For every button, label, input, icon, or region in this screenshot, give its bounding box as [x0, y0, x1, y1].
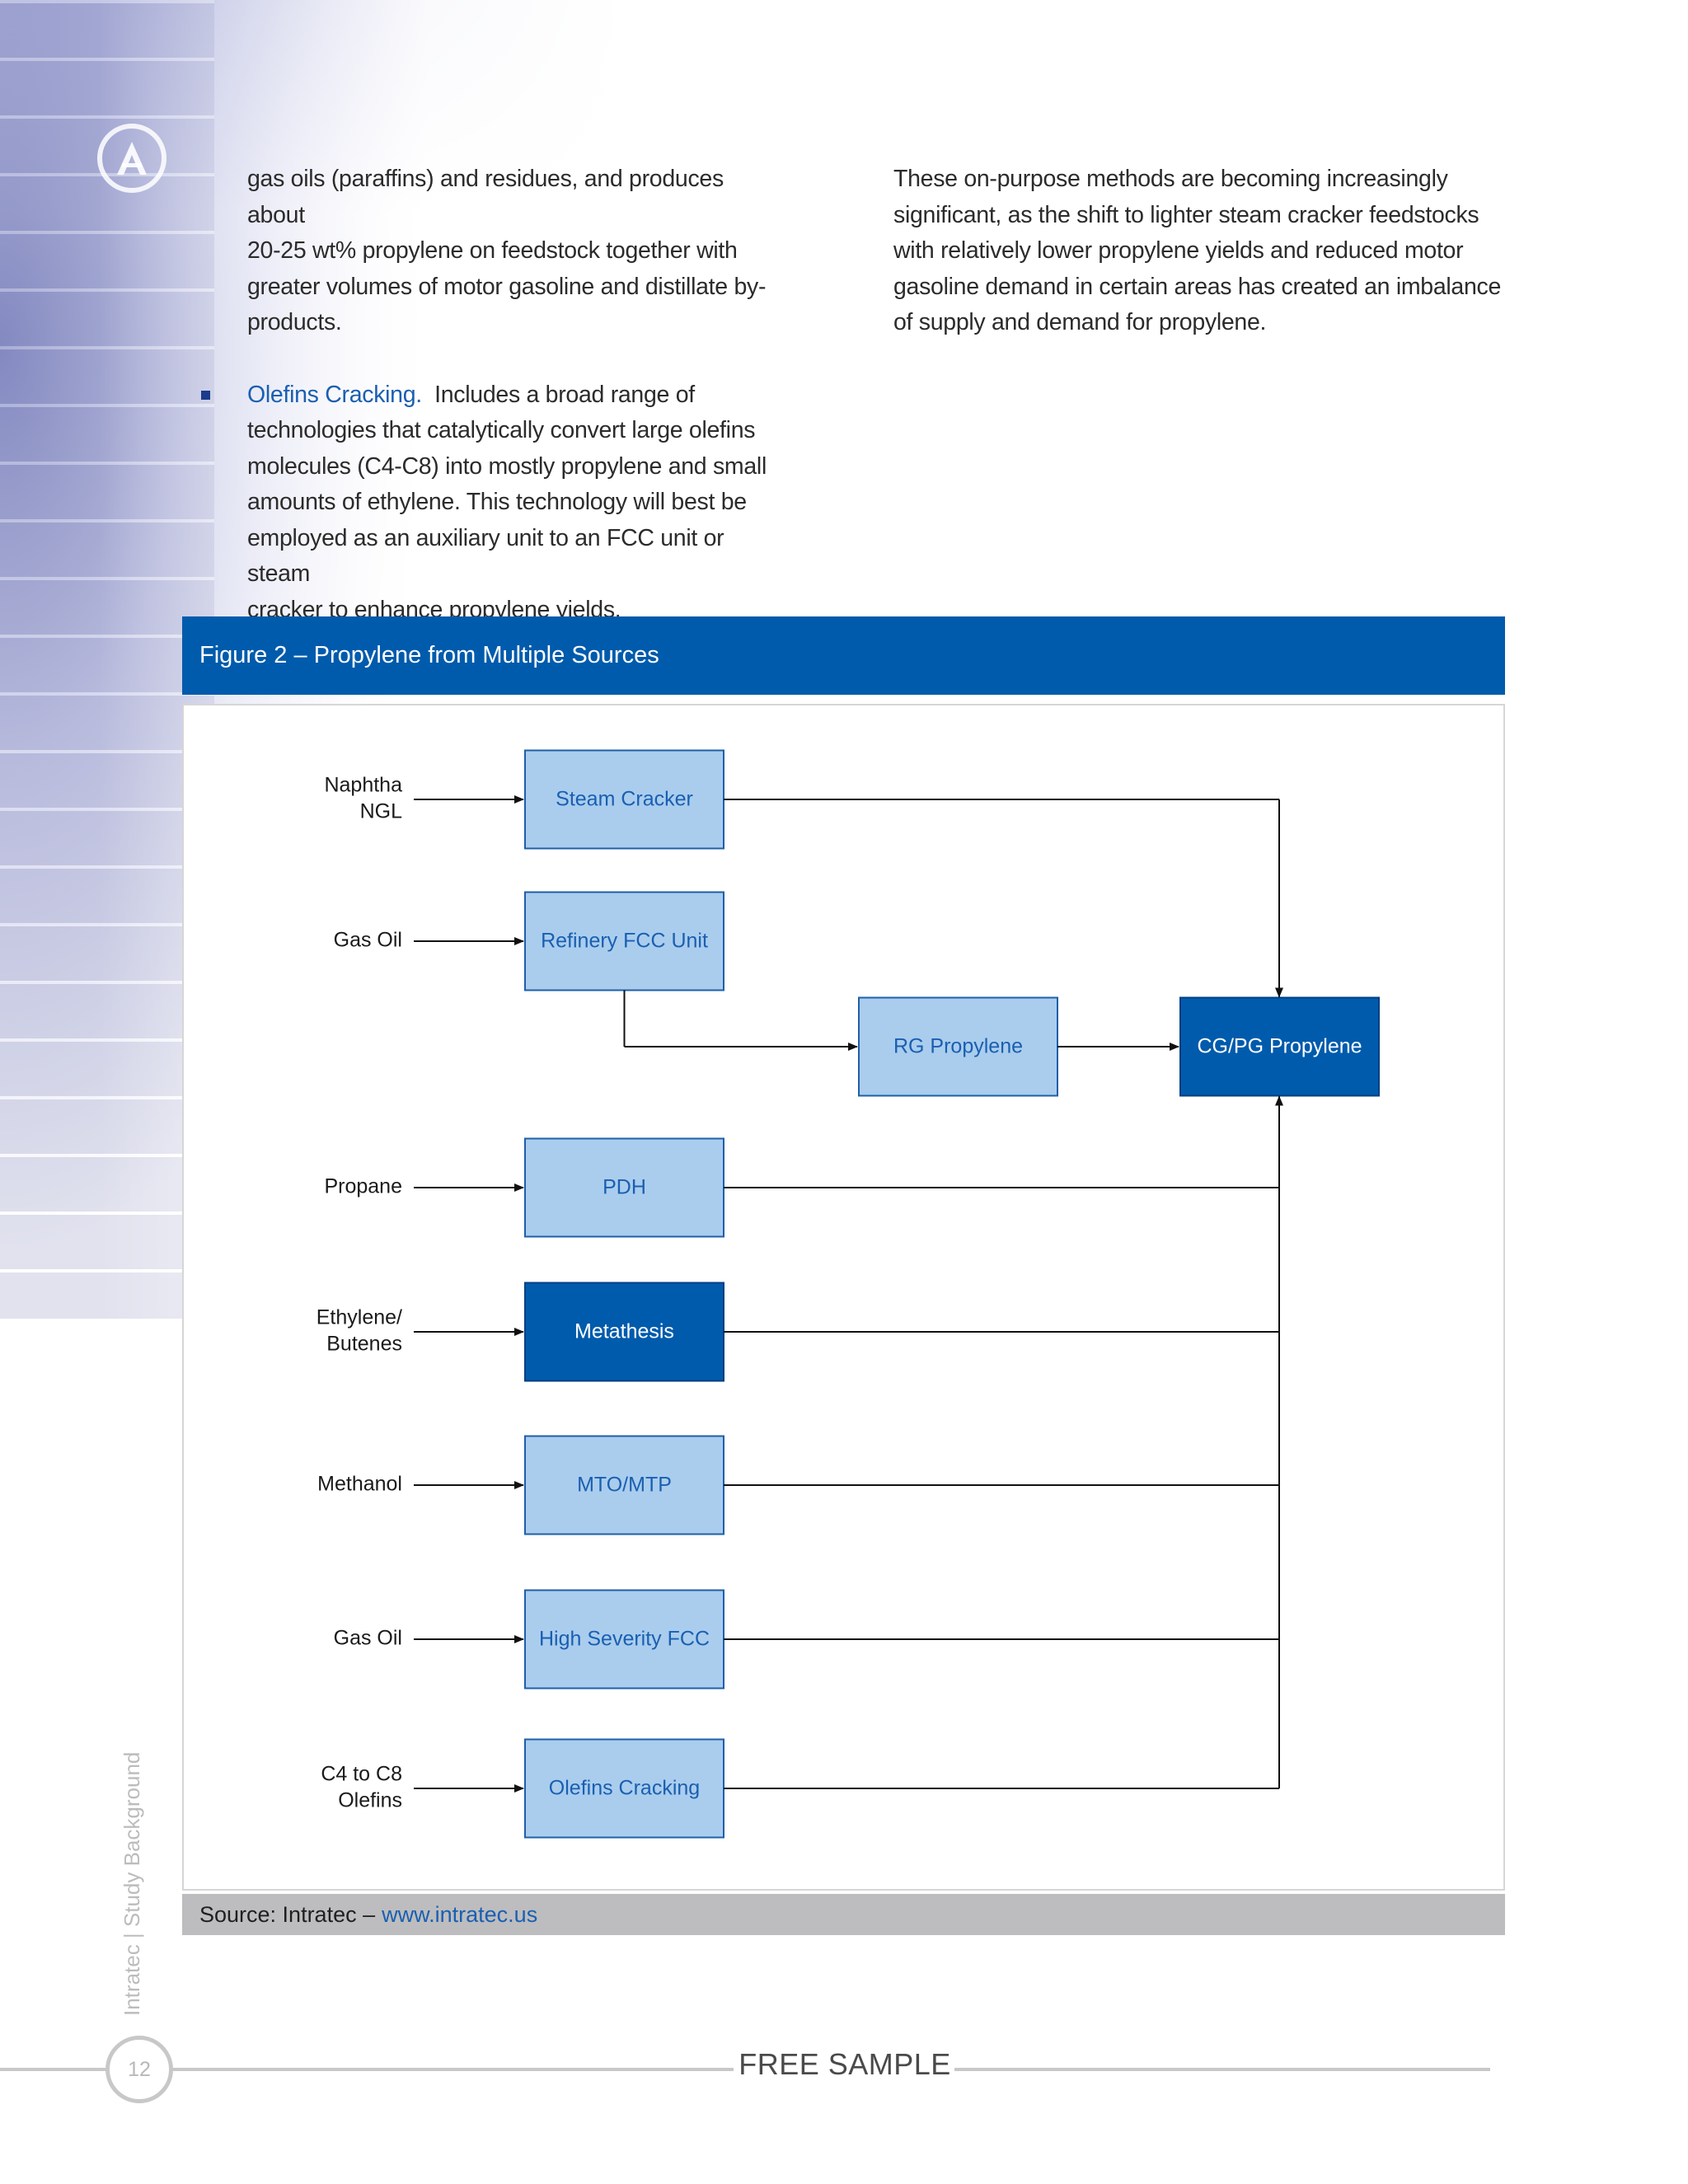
footer-rule-right: [954, 2068, 1490, 2071]
source-text: Source: Intratec –: [199, 1902, 375, 1928]
process-box-label: PDH: [603, 1176, 646, 1199]
input-label: Gas Oil: [334, 1627, 402, 1650]
free-sample-stamp: FREE SAMPLE: [734, 2047, 956, 2082]
page-number-badge: 12: [106, 2036, 173, 2103]
input-label: C4 to C8: [321, 1763, 402, 1786]
input-label: Propane: [324, 1175, 402, 1198]
process-box-label: MTO/MTP: [577, 1474, 672, 1497]
footer-rule-middle: [171, 2068, 734, 2071]
source-link[interactable]: www.intratec.us: [382, 1902, 537, 1928]
process-box-label: Metathesis: [574, 1320, 674, 1343]
input-label: Naphtha: [324, 774, 402, 797]
figure-source-bar: Source: Intratec – www.intratec.us: [182, 1894, 1505, 1935]
input-label: Gas Oil: [334, 929, 402, 952]
input-label: Ethylene/: [316, 1306, 402, 1329]
footer-rule-left: [0, 2068, 107, 2071]
cgpg-propylene-box-label: CG/PG Propylene: [1197, 1035, 1362, 1058]
process-box-label: Olefins Cracking: [549, 1777, 700, 1800]
side-section-label: Intratec | Study Background: [120, 1752, 145, 2016]
rg-propylene-box-label: RG Propylene: [893, 1035, 1023, 1058]
input-label: Butenes: [326, 1333, 402, 1356]
input-label: Olefins: [338, 1789, 402, 1812]
input-label: Methanol: [317, 1473, 402, 1496]
process-box-label: Refinery FCC Unit: [541, 930, 708, 953]
input-label: NGL: [360, 800, 403, 823]
page-number: 12: [128, 2058, 151, 2082]
process-box-label: Steam Cracker: [556, 788, 693, 811]
process-box-label: High Severity FCC: [539, 1628, 710, 1651]
